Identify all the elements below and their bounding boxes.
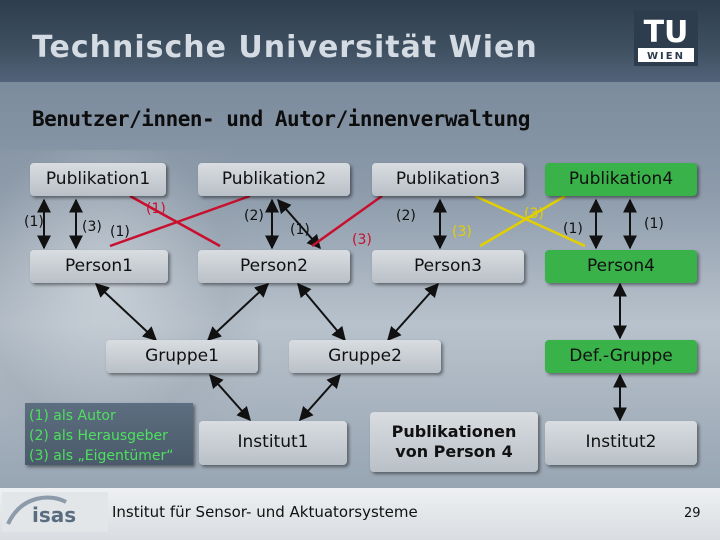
publications-of-person4-box: Publikationen von Person 4: [370, 412, 538, 472]
arrow-person1-group1-a: [94, 283, 158, 341]
arrow-person1-group1-b: [206, 283, 270, 341]
edge-label-p3-yellow: (3): [452, 224, 472, 240]
edge-label-p1-mid: (3): [82, 219, 102, 235]
page-number: 29: [684, 506, 701, 521]
svg-text:TU: TU: [644, 15, 689, 50]
legend: (1) als Autor (2) als Herausgeber (3) al…: [25, 403, 193, 465]
svg-text:isas: isas: [32, 503, 76, 527]
group-box-2: Gruppe2: [289, 340, 441, 373]
legend-item-author: (1) als Autor: [29, 408, 116, 424]
arrow-pub2-person2-right: [277, 198, 321, 250]
university-title: Technische Universität Wien: [32, 30, 538, 65]
publication-box-1: Publikation1: [30, 163, 166, 196]
legend-item-owner: (3) als „Eigentümer“: [29, 448, 174, 464]
publication-box-2: Publikation2: [198, 163, 350, 196]
institute-box-2: Institut2: [545, 421, 697, 465]
arrow-group1-institut1: [209, 373, 251, 422]
arrow-group2-institut1: [299, 373, 341, 422]
isas-logo: isas: [2, 492, 108, 532]
edge-label-p4-yellow: (3): [524, 206, 544, 222]
arrow-red-pub1-person2: [129, 194, 221, 248]
svg-text:WIEN: WIEN: [647, 51, 685, 62]
person-box-1: Person1: [30, 250, 168, 283]
edge-label-p1-mid2: (1): [110, 224, 130, 240]
person-box-2: Person2: [198, 250, 350, 283]
edge-label-p3-mid: (2): [396, 208, 416, 224]
arrow-person2-group2: [297, 282, 346, 342]
footer-institute: Institut für Sensor- und Aktuatorsysteme: [112, 503, 418, 521]
person-box-3: Person3: [372, 250, 524, 283]
edge-label-p4-left: (1): [563, 221, 583, 237]
tu-wien-logo: TU WIEN: [634, 10, 698, 66]
arrow-yellow-pub3-person4: [474, 194, 586, 248]
arrow-yellow-pub4-person3: [479, 194, 566, 248]
arrow-person3-group2: [387, 282, 439, 342]
default-group-box: Def.-Gruppe: [545, 340, 697, 373]
group-box-1: Gruppe1: [106, 340, 258, 373]
institute-box-1: Institut1: [199, 421, 347, 465]
person-box-4: Person4: [545, 250, 697, 283]
footer-bar: [0, 488, 720, 540]
header-bar: Technische Universität Wien TU WIEN: [0, 0, 720, 82]
legend-item-editor: (2) als Herausgeber: [29, 428, 168, 444]
edge-label-p1-left: (1): [24, 214, 44, 230]
publication-box-3: Publikation3: [372, 163, 524, 196]
edge-label-p1-red: (1): [146, 201, 166, 217]
arrow-red-pub3-person2: [311, 194, 383, 248]
edge-label-p2-right: (1): [290, 222, 310, 238]
publication-box-4: Publikation4: [545, 163, 697, 196]
edge-label-p4-right: (1): [644, 216, 664, 232]
edge-label-p2-left: (2): [244, 208, 264, 224]
edge-label-p3-red: (3): [352, 232, 372, 248]
slide-title: Benutzer/innen- und Autor/innenverwaltun…: [32, 107, 530, 131]
arrow-red-pub2-person1: [109, 194, 251, 248]
